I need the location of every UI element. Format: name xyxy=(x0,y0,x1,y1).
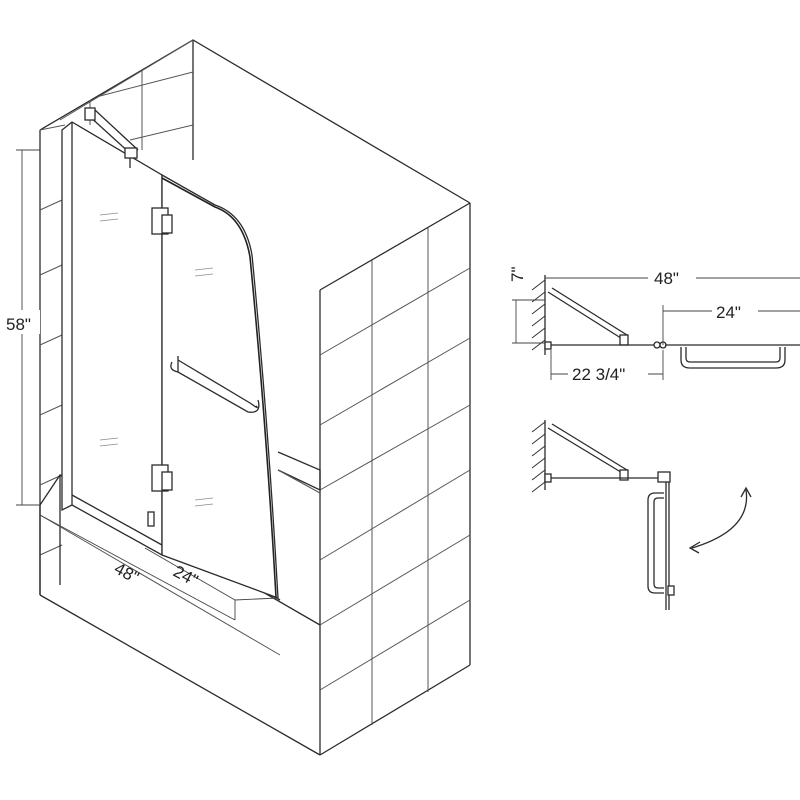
wall-hatch-2 xyxy=(531,420,546,493)
support-arm xyxy=(84,107,139,168)
fixed-panel-width-label: 22 3/4" xyxy=(572,365,625,384)
side-wall xyxy=(319,202,471,756)
top-view-plan: 48" 24" 22 3/4" 7" xyxy=(508,266,800,384)
swing-glass-panel xyxy=(161,173,279,599)
hinge-bottom-icon xyxy=(151,464,173,492)
glass-reflection-marks xyxy=(99,212,214,507)
hinge-top-icon xyxy=(151,207,173,235)
height-label: 58" xyxy=(6,315,31,334)
fixed-glass-panel xyxy=(61,121,163,557)
swing-view-plan xyxy=(531,420,752,610)
towel-bar-handle xyxy=(170,356,260,413)
panel-width-label: 24" xyxy=(716,303,741,322)
back-wall-tiles xyxy=(59,39,194,150)
left-wall xyxy=(39,124,66,595)
depth-label: 7" xyxy=(508,267,527,283)
width-label: 48" xyxy=(111,559,142,587)
dimension-height: 58" xyxy=(4,149,40,506)
glass-door xyxy=(61,107,279,599)
rotation-arrow-icon xyxy=(691,489,748,549)
overall-width-label: 48" xyxy=(654,269,679,288)
